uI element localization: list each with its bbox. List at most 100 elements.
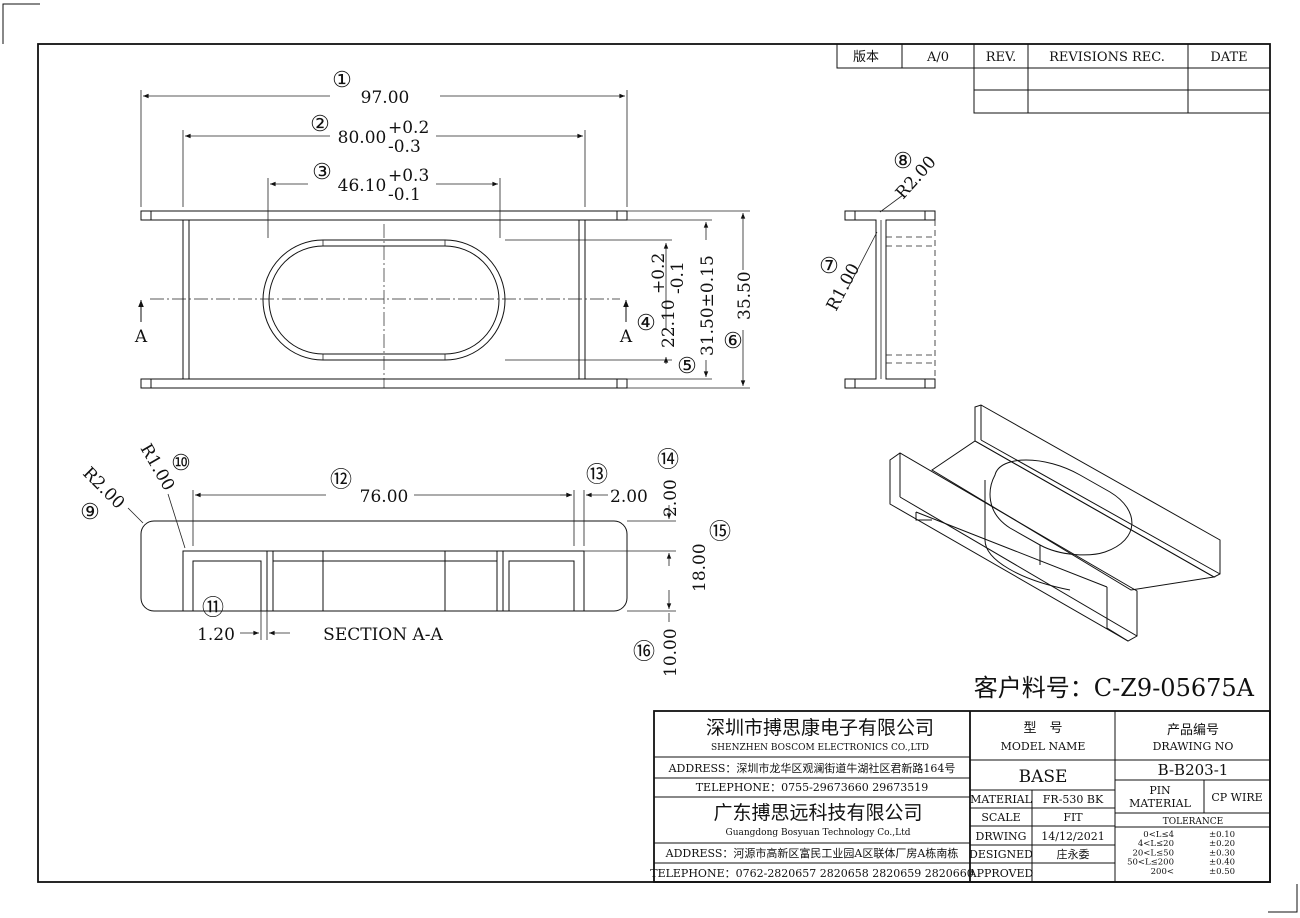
tolerance-value: ±0.20 bbox=[1209, 839, 1235, 849]
pin-material-label-2: MATERIAL bbox=[1129, 797, 1192, 810]
section-mark-left: A bbox=[134, 327, 148, 347]
material-label: MATERIAL bbox=[970, 793, 1033, 806]
dimension-4-tol-minus: -0.1 bbox=[668, 261, 688, 294]
sheet-corner-mark-top-left bbox=[2, 3, 40, 44]
dimension-12-marker: ⑫ bbox=[330, 468, 352, 493]
dimension-9-marker: ⑨ bbox=[80, 500, 100, 525]
dimension-4-value: 22.10 bbox=[659, 299, 679, 348]
date-header: DATE bbox=[1210, 50, 1247, 65]
dimension-11-value: 1.20 bbox=[197, 625, 235, 645]
material-value: FR-530 BK bbox=[1043, 793, 1104, 806]
dimension-5: ⑤ 31.50±0.15 bbox=[627, 219, 718, 380]
section-label: SECTION A-A bbox=[323, 625, 443, 645]
pin-material-label-1: PIN bbox=[1149, 784, 1171, 797]
tolerance-range: 4<L≤20 bbox=[1138, 839, 1174, 849]
dimension-15-marker: ⑮ bbox=[709, 520, 731, 545]
dimension-7-marker: ⑦ bbox=[819, 254, 839, 279]
dimension-1-marker: ① bbox=[332, 68, 352, 93]
dimension-3-value: 46.10 bbox=[338, 176, 387, 196]
rev-header: REV. bbox=[986, 50, 1017, 65]
top-view bbox=[138, 210, 629, 389]
dimension-11: ⑪ 1.20 bbox=[197, 596, 290, 645]
dimension-15-value: 18.00 bbox=[690, 543, 710, 592]
dimension-2-marker: ② bbox=[310, 112, 330, 137]
title-block bbox=[653, 710, 1271, 883]
model-label-en: MODEL NAME bbox=[1001, 740, 1086, 753]
dimension-2: ② 80.00 +0.2 -0.3 bbox=[182, 112, 586, 207]
version-label: 版本 bbox=[853, 50, 879, 65]
designed-value: 庄永委 bbox=[1057, 847, 1090, 861]
company1-name-en: SHENZHEN BOSCOM ELECTRONICS CO.,LTD bbox=[711, 743, 929, 753]
company1-name-cn: 深圳市搏思康电子有限公司 bbox=[706, 717, 934, 739]
dimension-13-marker: ⑬ bbox=[586, 463, 608, 488]
dimension-13-value: 2.00 bbox=[610, 487, 648, 507]
designed-label: DESIGNED bbox=[969, 848, 1033, 861]
revisions-header: REVISIONS REC. bbox=[1049, 50, 1165, 65]
revision-table: 版本 A/0 REV. REVISIONS REC. DATE bbox=[836, 43, 1271, 114]
dimension-2-tol-minus: -0.3 bbox=[388, 137, 421, 157]
pin-material-value: CP WIRE bbox=[1211, 791, 1262, 804]
dimension-11-marker: ⑪ bbox=[202, 596, 224, 621]
dimension-3: ③ 46.10 +0.3 -0.1 bbox=[267, 160, 501, 238]
dimension-12: ⑫ 76.00 bbox=[192, 468, 575, 546]
company1-address: ADDRESS：深圳市龙华区观澜街道牛湖社区君新路164号 bbox=[668, 761, 956, 775]
scale-value: FIT bbox=[1063, 811, 1083, 824]
model-label-cn: 型 号 bbox=[1023, 721, 1062, 736]
dimension-9: ⑨ R2.00 bbox=[78, 463, 144, 525]
company2-name-cn: 广东搏思远科技有限公司 bbox=[713, 802, 922, 824]
dimension-5-marker: ⑤ bbox=[677, 354, 697, 379]
tolerance-table: 0<L≤4 ±0.10 4<L≤20 ±0.20 20<L≤50 ±0.30 50<L≤20… bbox=[1127, 830, 1235, 877]
dimension-15: ⑮ 18.00 bbox=[627, 520, 731, 612]
tolerance-value: ±0.30 bbox=[1209, 848, 1235, 858]
side-view bbox=[844, 210, 936, 389]
tolerance-label: TOLERANCE bbox=[1163, 817, 1224, 827]
dimension-14: ⑭ 2.00 bbox=[584, 448, 681, 566]
model-value: BASE bbox=[1019, 767, 1068, 787]
dimension-3-tol-minus: -0.1 bbox=[388, 185, 421, 205]
customer-part-number: 客户料号：C-Z9-05675A bbox=[974, 674, 1255, 702]
version-value: A/0 bbox=[926, 50, 949, 65]
company2-address: ADDRESS：河源市高新区富民工业园A区联体厂房A栋南栋 bbox=[665, 846, 959, 860]
drawing-label-en: DRAWING NO bbox=[1153, 740, 1234, 753]
company1-telephone: TELEPHONE：0755-29673660 29673519 bbox=[696, 781, 929, 794]
dimension-16: ⑯ 10.00 bbox=[633, 613, 681, 677]
tolerance-range: 0<L≤4 bbox=[1143, 830, 1174, 840]
section-mark-right: A bbox=[619, 327, 633, 347]
dimension-14-marker: ⑭ bbox=[657, 448, 679, 473]
dimension-16-value: 10.00 bbox=[661, 628, 681, 677]
sheet-corner-mark-bottom-right bbox=[1268, 884, 1298, 913]
dimension-3-tol-plus: +0.3 bbox=[388, 166, 429, 186]
dimension-14-value: 2.00 bbox=[661, 479, 681, 517]
dimension-2-value: 80.00 bbox=[338, 128, 387, 148]
section-view bbox=[140, 520, 628, 612]
dimension-12-value: 76.00 bbox=[360, 487, 409, 507]
scale-label: SCALE bbox=[981, 811, 1020, 824]
company2-name-en: Guangdong Bosyuan Technology Co.,Ltd bbox=[726, 828, 911, 838]
dimension-6-value: 35.50 bbox=[735, 271, 755, 320]
dimension-8-marker: ⑧ bbox=[893, 149, 913, 174]
tolerance-range: 200< bbox=[1151, 867, 1174, 877]
dimension-2-tol-plus: +0.2 bbox=[388, 118, 429, 138]
dimension-10: ⑩ R1.00 bbox=[136, 441, 191, 549]
dimension-4-marker: ④ bbox=[636, 311, 656, 336]
dimension-6: ⑥ 35.50 bbox=[627, 210, 755, 389]
dimension-3-marker: ③ bbox=[312, 160, 332, 185]
tolerance-value: ±0.40 bbox=[1209, 858, 1235, 868]
dimension-5-value: 31.50±0.15 bbox=[698, 255, 718, 356]
dimension-8: ⑧ R2.00 bbox=[879, 149, 941, 213]
drawing-date-label: DRWING bbox=[976, 830, 1027, 843]
approved-label: APPROVED bbox=[968, 867, 1034, 880]
tolerance-value: ±0.10 bbox=[1209, 830, 1235, 840]
dimension-4: ④ 22.10 +0.2 -0.1 bbox=[505, 239, 688, 364]
tolerance-range: 50<L≤200 bbox=[1127, 858, 1174, 868]
tolerance-range: 20<L≤50 bbox=[1132, 848, 1174, 858]
dimension-1-value: 97.00 bbox=[361, 88, 410, 108]
dimension-1: ① 97.00 bbox=[140, 68, 628, 207]
company2-telephone: TELEPHONE：0762-2820657 2820658 2820659 2… bbox=[650, 867, 974, 880]
dimension-7: ⑦ R1.00 bbox=[819, 231, 878, 314]
dimension-10-marker: ⑩ bbox=[171, 451, 191, 476]
drawing-number-value: B-B203-1 bbox=[1158, 761, 1229, 779]
dimension-13: ⑬ 2.00 bbox=[560, 463, 648, 546]
dimension-16-marker: ⑯ bbox=[633, 640, 655, 665]
